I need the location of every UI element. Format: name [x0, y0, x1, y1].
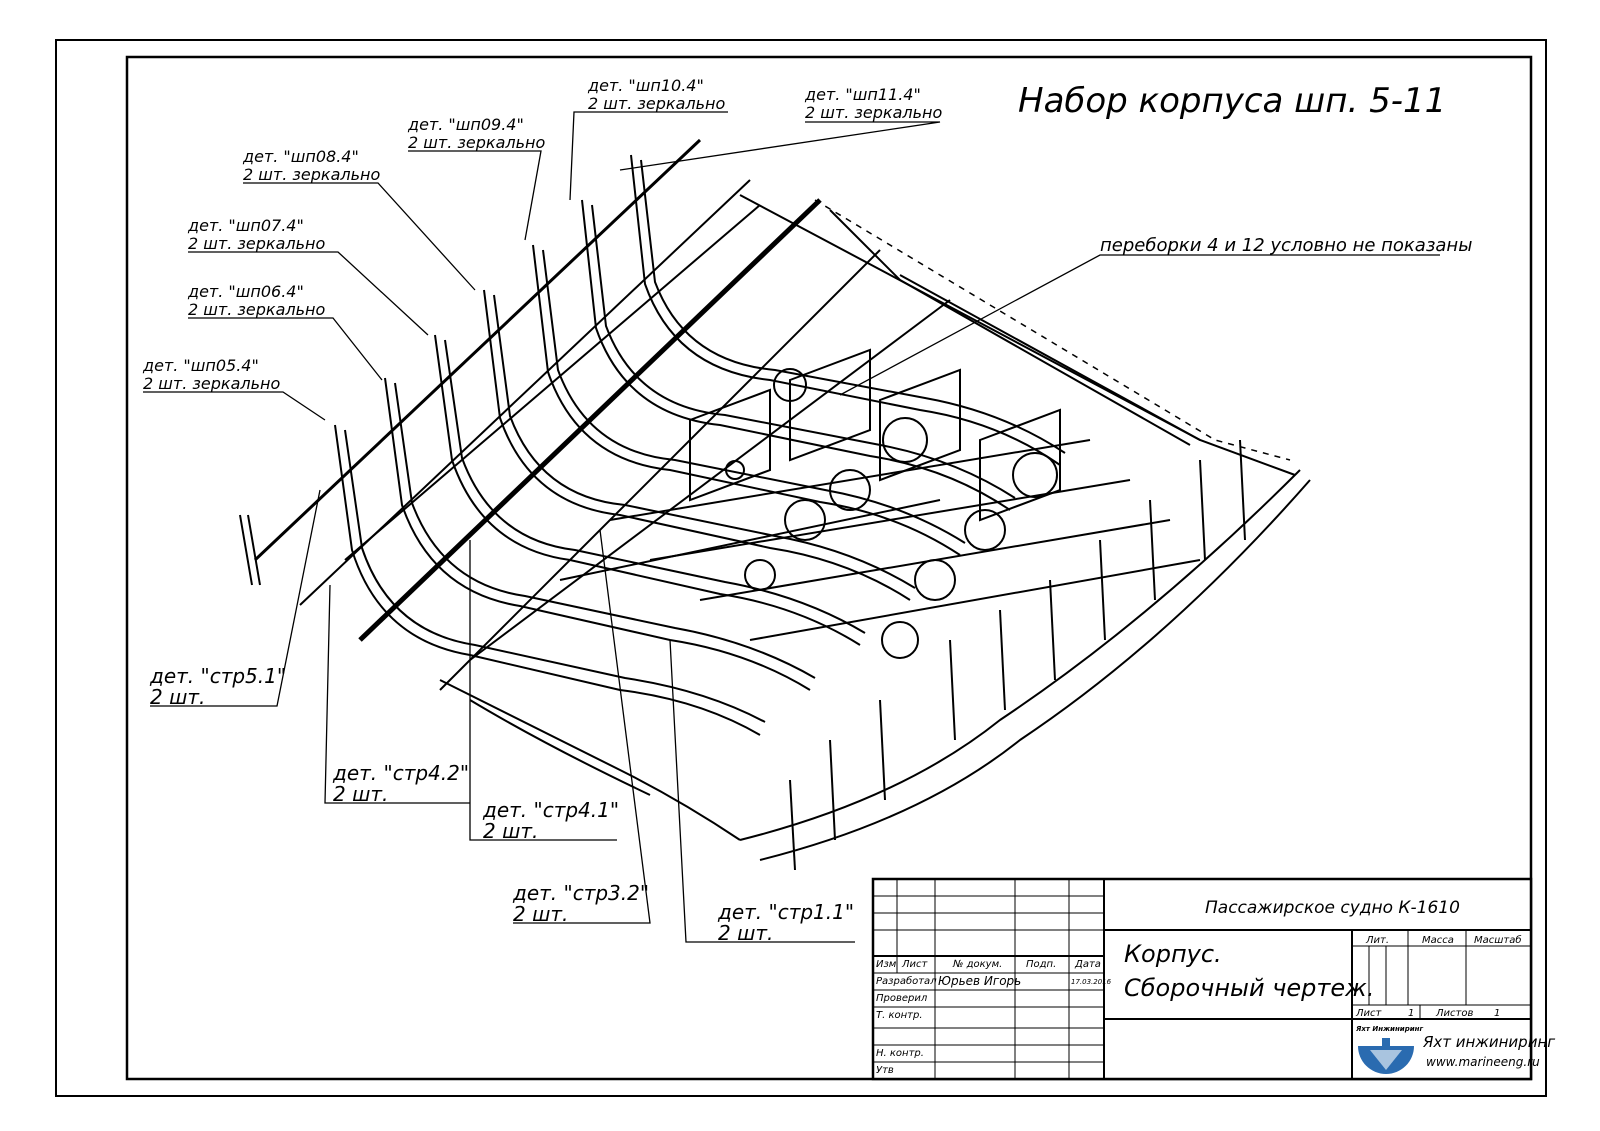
frame-rib [630, 154, 1066, 466]
role-tech-control: Т. контр. [876, 1010, 923, 1021]
callout-part: дет. "шп06.4" [187, 282, 304, 301]
callout-part: дет. "шп11.4" [804, 85, 921, 104]
sheets-label: Листов [1435, 1008, 1473, 1019]
callout-qty: 2 шт. зеркально [805, 103, 942, 122]
role-approved: Утв [876, 1065, 894, 1076]
frame-rib [532, 244, 966, 556]
company-logo: Яхт Инжиниринг [1355, 1025, 1423, 1074]
callout-part: дет. "стр4.2" [332, 761, 469, 785]
callout-qty: 2 шт. зеркально [408, 133, 545, 152]
role-norm-control: Н. контр. [876, 1048, 924, 1059]
callout-qty: 2 шт. зеркально [188, 234, 325, 253]
callout-qty: 2 шт. зеркально [243, 165, 380, 184]
scale-label: Масштаб [1474, 934, 1522, 946]
project-name: Пассажирское судно К-1610 [1205, 898, 1460, 918]
callout-part: дет. "шп10.4" [587, 76, 704, 95]
callout-part: дет. "стр4.1" [482, 798, 619, 822]
header-list: Лист [901, 959, 929, 970]
callout-part: дет. "шп08.4" [242, 147, 359, 166]
lit-label: Лит. [1365, 935, 1389, 946]
callout-qty: 2 шт. зеркально [188, 300, 325, 319]
callouts: дет. "шп05.4" 2 шт. зеркально дет. "шп06… [142, 76, 1472, 945]
callout-part: дет. "шп07.4" [187, 216, 304, 235]
outer-frame [55, 39, 1547, 1097]
callout-qty: 2 шт. зеркально [588, 94, 725, 113]
inner-frame [125, 55, 1533, 1081]
sheet-value: 1 [1408, 1008, 1414, 1019]
callout-qty: 2 шт. [513, 902, 568, 926]
callout-qty: 2 шт. [150, 685, 205, 709]
callout-qty: 2 шт. [718, 921, 773, 945]
title-block [871, 877, 1533, 1081]
title-block-text: Пассажирское судно К-1610 Корпус. Сбороч… [876, 898, 1555, 1076]
leader-lines [143, 111, 1440, 943]
frame-rib [434, 334, 866, 646]
header-doc-no: № докум. [952, 959, 1002, 970]
developer-name: Юрьев Игорь [938, 974, 1021, 988]
drawing-title: Набор корпуса шп. 5-11 [1018, 81, 1446, 121]
role-checked: Проверил [876, 993, 928, 1004]
callout-qty: 2 шт. зеркально [143, 374, 280, 393]
callout-part: дет. "стр3.2" [512, 881, 649, 905]
frame-rib [581, 199, 1016, 511]
logo-text: Яхт Инжиниринг [1355, 1025, 1423, 1033]
header-sign: Подп. [1026, 959, 1056, 970]
sheet-label: Лист [1355, 1008, 1383, 1019]
callout-qty: 2 шт. [483, 819, 538, 843]
company-website: www.marineeng.ru [1426, 1055, 1540, 1069]
mass-label: Масса [1422, 935, 1454, 946]
callout-qty: 2 шт. [333, 782, 388, 806]
stringer-bold [358, 198, 822, 642]
developed-date: 17.03.2016 [1071, 978, 1112, 986]
frame-rib [483, 289, 916, 601]
callout-part: дет. "шп09.4" [407, 115, 524, 134]
frame-rib [384, 377, 816, 691]
callout-part: дет. "стр1.1" [717, 900, 854, 924]
doc-name-line2: Сборочный чертеж. [1124, 974, 1374, 1002]
header-izm: Изм [876, 959, 897, 970]
callout-part: дет. "стр5.1" [149, 664, 286, 688]
header-date: Дата [1074, 959, 1101, 970]
company-name: Яхт инжиниринг [1422, 1033, 1555, 1051]
sheets-value: 1 [1494, 1008, 1500, 1019]
hull-structure [239, 138, 1311, 871]
role-developed: Разработал [876, 975, 937, 987]
callout-part: дет. "шп05.4" [142, 356, 259, 375]
doc-name-line1: Корпус. [1124, 940, 1222, 968]
note-text: переборки 4 и 12 условно не показаны [1100, 235, 1472, 256]
